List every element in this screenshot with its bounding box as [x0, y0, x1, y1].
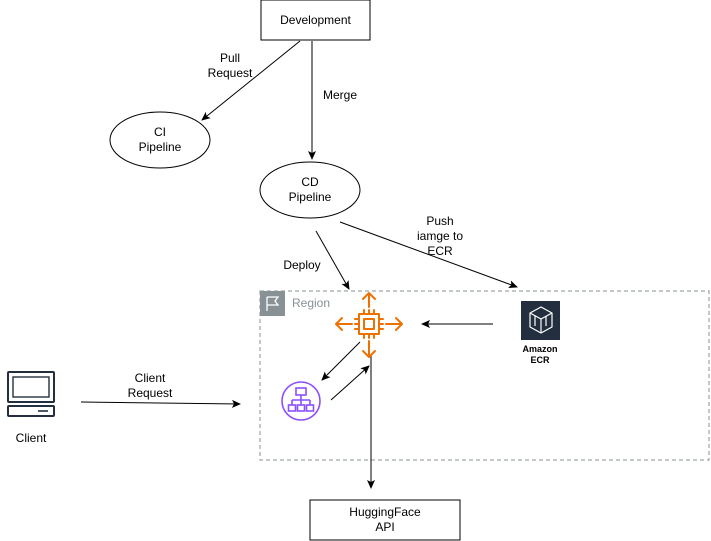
development-text: Development [280, 12, 351, 27]
ecr-icon [521, 301, 560, 340]
cd-line-1: CD [301, 175, 319, 189]
development-box [260, 0, 371, 41]
push-image-line-3: ECR [427, 244, 453, 258]
ecr-line-2: ECR [530, 355, 550, 365]
push-image-line-1: Push [426, 214, 454, 228]
huggingface-line-2: API [375, 520, 395, 534]
development-label: Development [261, 0, 370, 40]
edge-ec2-to-elb [321, 341, 361, 381]
ci-line-1: CI [154, 125, 166, 139]
huggingface-box [309, 499, 461, 541]
huggingface-label: HuggingFace API [310, 500, 460, 540]
region-label: Region [292, 296, 331, 310]
edge-push-image [339, 221, 518, 288]
ci-pipeline-ellipse [109, 111, 211, 169]
ci-line-2: Pipeline [138, 140, 182, 154]
push-image-label: Push iamge to ECR [417, 214, 463, 259]
deploy-label: Deploy [283, 258, 321, 272]
ci-pipeline-label: CI Pipeline [110, 112, 210, 168]
load-balancer-icon [281, 381, 321, 421]
pull-request-label: Pull Request [208, 51, 253, 81]
merge-label: Merge [322, 88, 358, 102]
client-request-line-2: Request [127, 386, 173, 400]
pull-request-line-2: Request [207, 66, 253, 80]
edge-pull-request [201, 40, 301, 121]
pull-request-line-1: Pull [219, 51, 241, 65]
edge-client-request [80, 399, 241, 408]
edge-deploy [315, 230, 350, 290]
region-flag-icon [260, 291, 285, 316]
push-image-line-2: iamge to [416, 229, 464, 243]
client-request-label: Client Request [128, 371, 173, 401]
cd-pipeline-label: CD Pipeline [260, 162, 360, 218]
edge-elb-to-ec2 [330, 365, 370, 401]
cd-pipeline-ellipse [259, 161, 361, 219]
client-computer-icon [7, 371, 55, 417]
ecr-label: Amazon ECR [522, 344, 557, 366]
cd-line-2: Pipeline [288, 190, 332, 204]
ec2-instance-icon [335, 292, 403, 358]
client-label: Client [15, 431, 47, 445]
client-request-line-1: Client [134, 371, 166, 385]
region-group [259, 290, 710, 461]
ecr-line-1: Amazon [522, 344, 558, 354]
huggingface-line-1: HuggingFace [349, 505, 421, 519]
